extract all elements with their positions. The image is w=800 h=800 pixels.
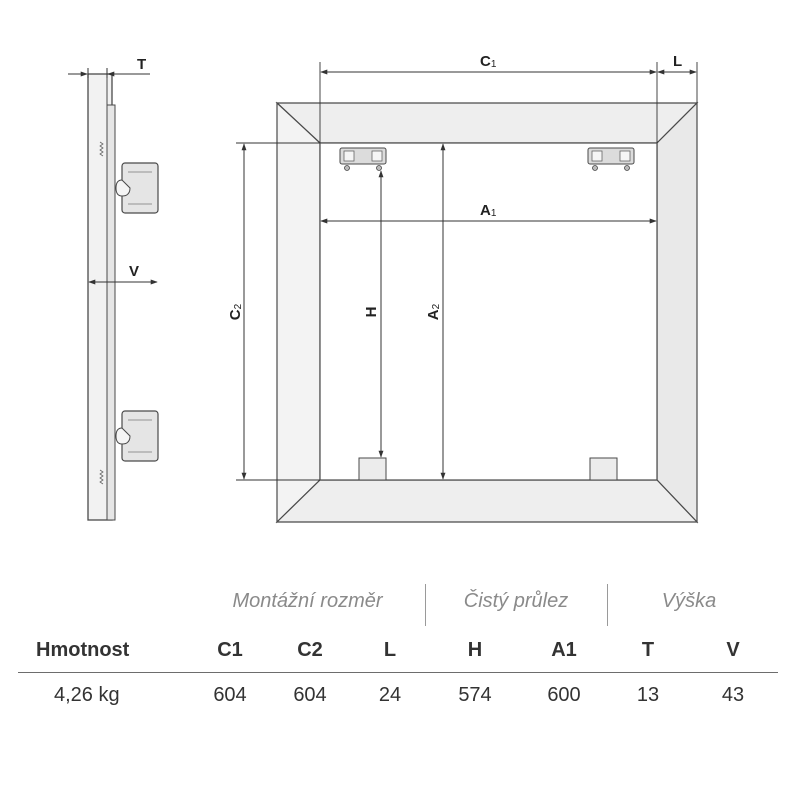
group-mounting-size: Montážní rozměr [232,590,383,612]
dim-C1-label: C1 [480,53,497,70]
dim-V: V [88,263,158,285]
dim-A1: A1 [320,202,657,224]
opening [319,142,658,481]
frame-top [275,102,699,144]
header-v: V [688,628,778,673]
group-clear-opening: Čistý průlez [463,590,569,612]
spec-header-row: Hmotnost C1 C2 L H A1 T V [18,628,778,673]
frame-bottom [275,479,699,523]
dim-L-label: L [673,53,682,70]
spec-table: Hmotnost C1 C2 L H A1 T V 4,26 kg 604 60… [18,628,778,717]
dim-A1-label: A1 [480,202,497,219]
header-t: T [608,628,688,673]
frame-left [276,101,321,524]
value-c2: 604 [293,683,327,706]
header-a1: A1 [520,628,608,673]
dim-C2: C2 [227,142,320,481]
header-h: H [430,628,520,673]
side-latch-bottom [115,410,159,462]
header-c2: C2 [270,628,350,673]
hinge-right [587,147,635,171]
catch-right [589,457,618,481]
spec-value-row: 4,26 kg 604 604 24 574 600 13 43 [18,673,778,718]
dim-L: L [657,53,697,75]
spec-group-row: Montážní rozměr Čistý průlez Výška [18,578,778,628]
hinge-left [339,147,387,171]
value-h: 574 [458,683,492,706]
group-height: Výška [661,590,717,612]
dim-A2: A2 [425,143,446,480]
group-separator [425,584,426,626]
value-t: 13 [636,683,660,706]
dim-T: T [68,56,150,78]
dim-C1: C1 [319,53,698,143]
side-seal-bottom [99,469,104,485]
dim-T-label: T [137,56,146,73]
dim-C2-label: C2 [227,303,244,320]
dim-V-label: V [129,263,139,280]
side-latch-top [115,162,159,214]
dim-H: H [363,170,384,458]
value-weight: 4,26 kg [54,683,120,706]
value-v: 43 [721,683,745,706]
spec-table-section: Montážní rozměr Čistý průlez Výška Hmotn… [18,578,778,717]
dim-H-label: H [363,307,380,318]
value-c1: 604 [213,683,247,706]
frame-right [656,101,698,524]
group-separator [607,584,608,626]
value-l: 24 [378,683,402,706]
side-view: T V [68,56,159,521]
catch-left [358,457,387,481]
side-door-panel [106,104,116,521]
side-seal-top [99,141,104,157]
dim-A2-label: A2 [425,303,442,320]
header-c1: C1 [190,628,270,673]
front-view: C1 L A1 C2 H A2 [227,53,699,524]
technical-drawing: T V [68,53,699,524]
header-weight: Hmotnost [18,628,190,673]
value-a1: 600 [547,683,581,706]
header-l: L [350,628,430,673]
